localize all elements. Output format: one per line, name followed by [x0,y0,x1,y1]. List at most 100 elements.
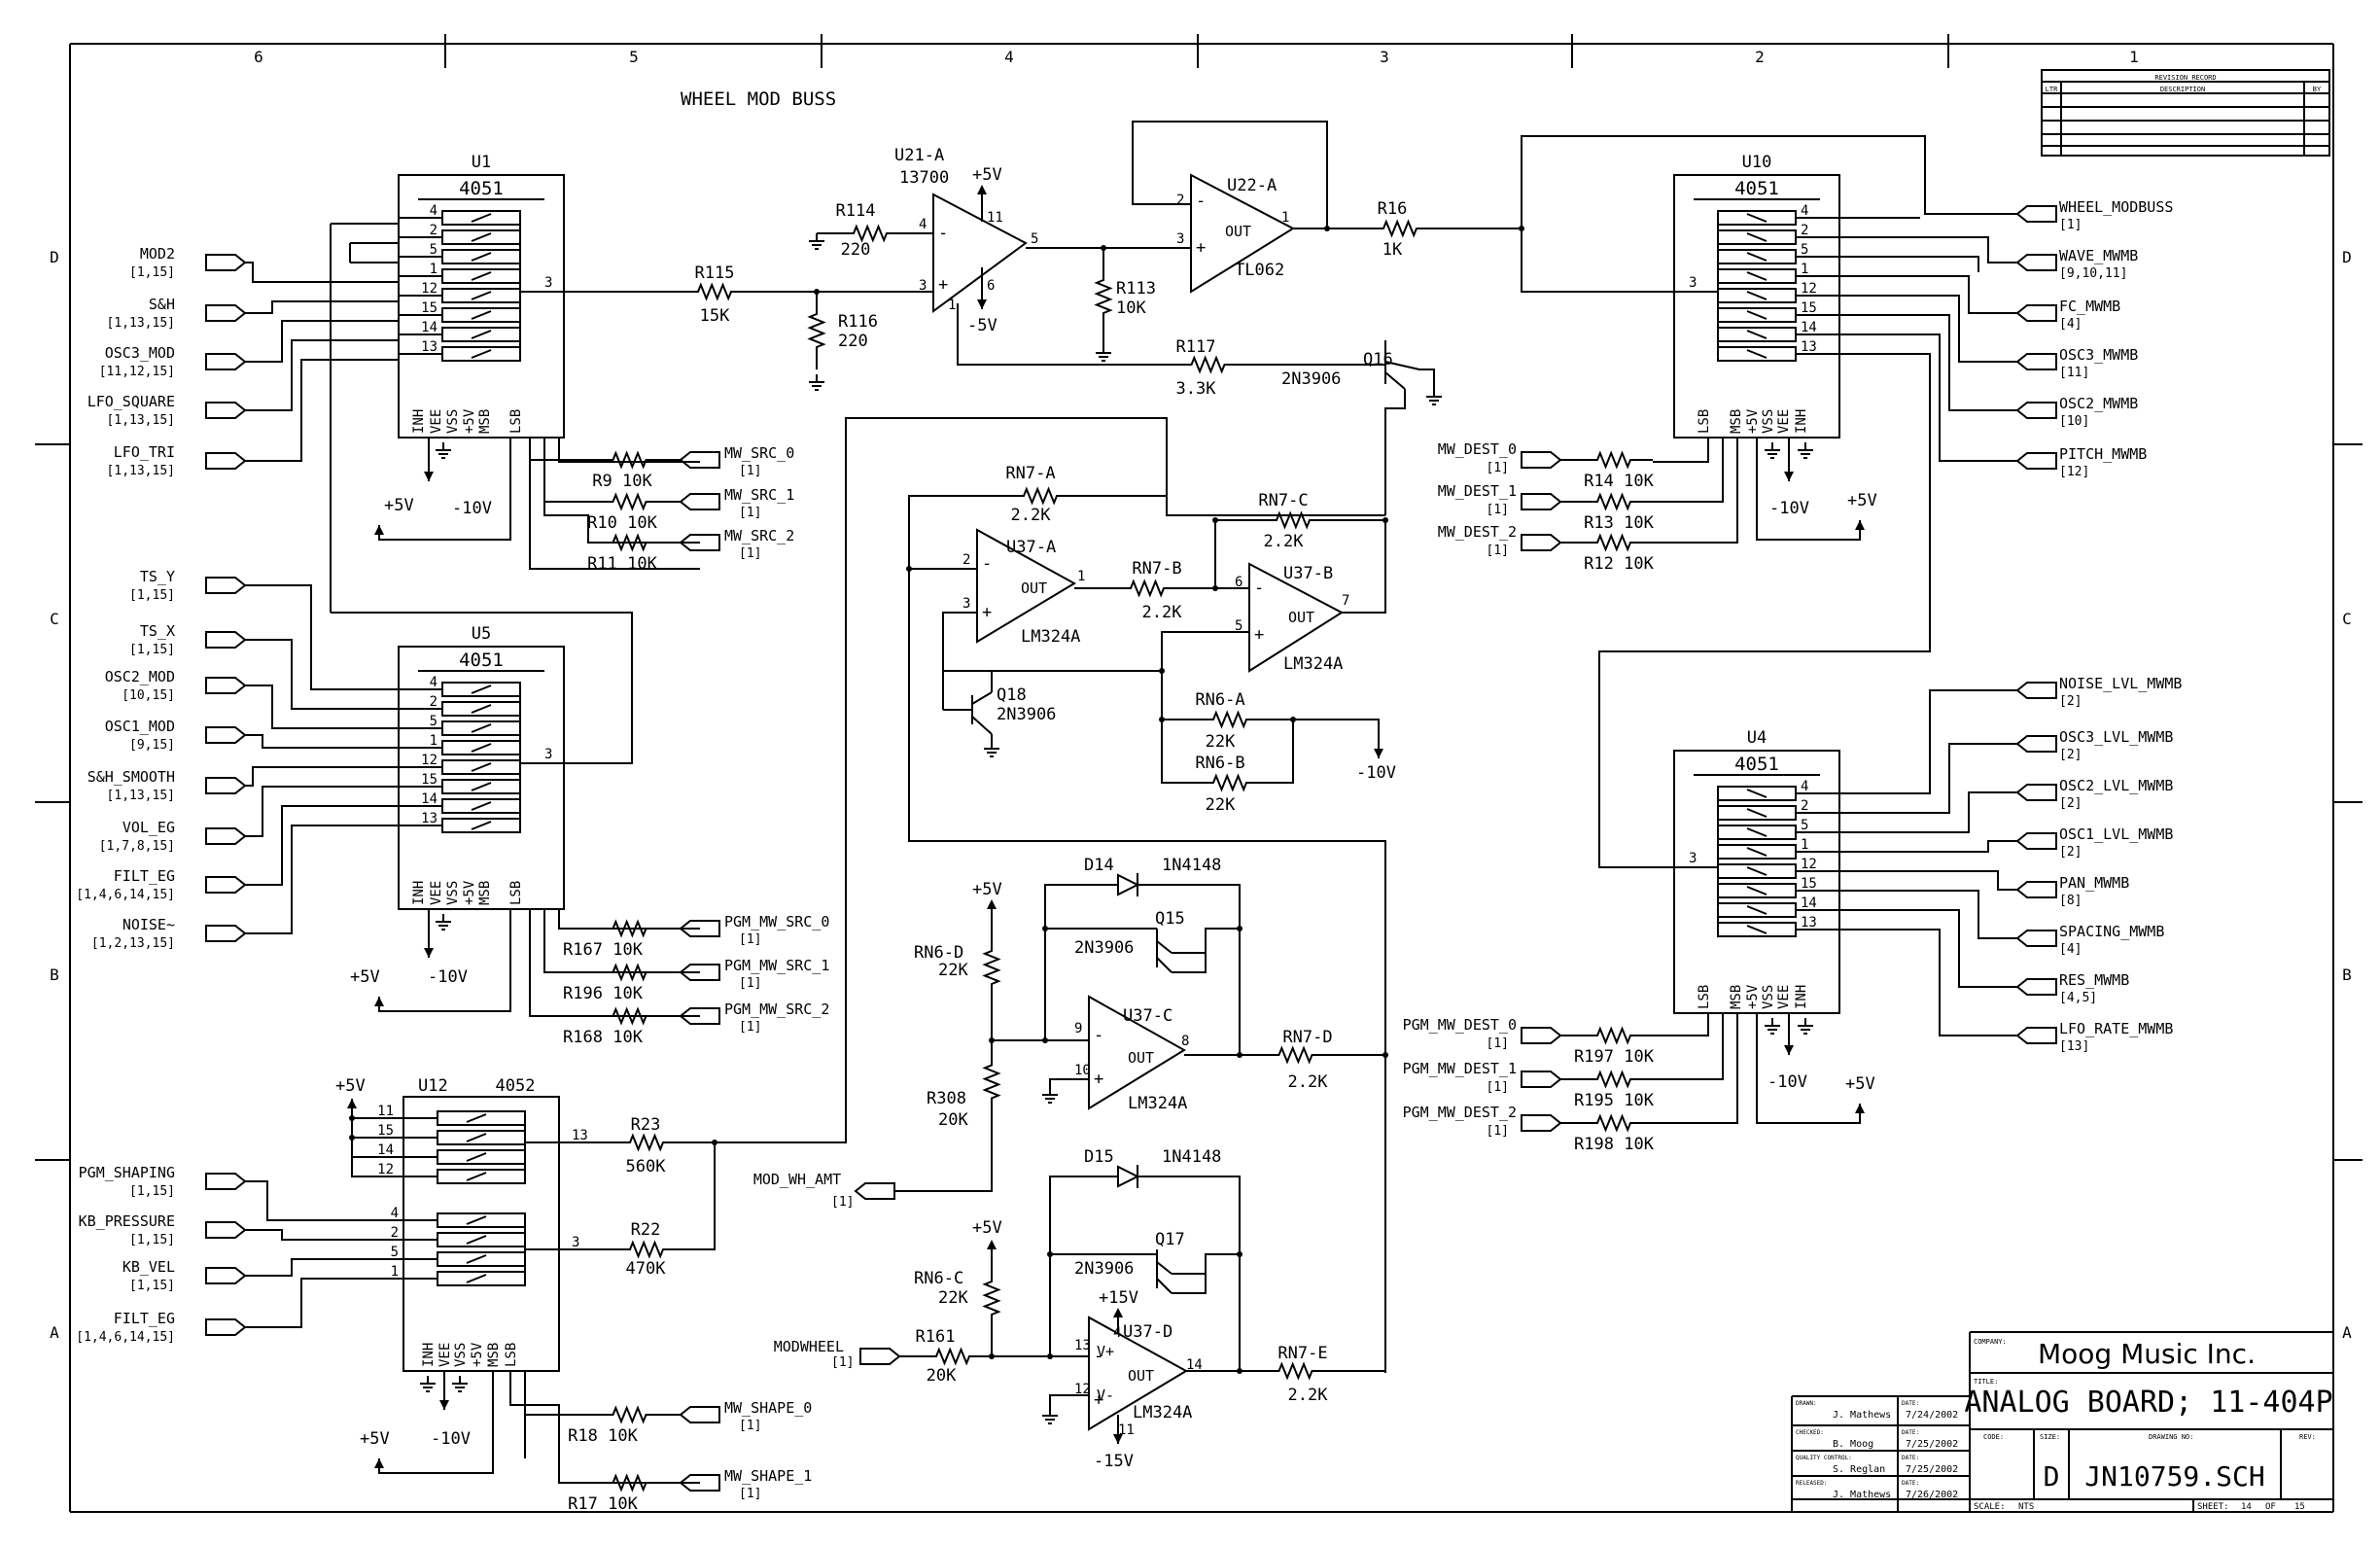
scale-value: NTS [2018,1502,2034,1512]
pin-number: 10 [1074,1063,1091,1078]
pin-name: VSS [445,881,461,905]
pin-name: VSS [445,409,461,434]
ground-symbol [436,914,451,931]
wire [1839,236,2017,263]
port-ref: [12] [2059,465,2089,479]
opamp-value: LM324A [1283,654,1343,674]
wire [894,1123,993,1192]
rail-label: -15V [1094,1452,1134,1471]
port-name: PGM_SHAPING [79,1164,175,1181]
wire [1653,438,1709,463]
port-name: RES_MWMB [2059,971,2129,989]
pin-number: 11 [987,210,1003,226]
wire [245,262,399,283]
resistor-ref: RN6-D [914,943,963,963]
port-flag [205,777,247,794]
resistor-ref: R16 [1378,199,1408,219]
transistor-ref: Q18 [997,685,1027,705]
pin-number: 1 [430,733,438,749]
pin-number: 14 [1801,895,1817,911]
wire [1653,438,1724,503]
pin-number: 5 [430,242,438,258]
pin-number: 13 [421,339,438,355]
port-name: MW_SRC_2 [724,527,794,544]
port-ref: [10,15] [122,688,175,703]
resistor-ref: R195 10K [1574,1091,1655,1110]
resistor-symbol [1254,510,1332,530]
resistor-ref: RN6-C [914,1269,963,1288]
resistor-ref: R23 [631,1115,661,1135]
ground-symbol [1798,442,1813,459]
row-label: A [2342,1323,2352,1342]
diode-ref: D15 [1084,1147,1114,1167]
wire [681,417,1385,1143]
row-label: D [2342,248,2352,266]
pin-number: 4 [1801,779,1808,794]
port-name: PGM_MW_DEST_2 [1403,1104,1517,1121]
row-label: C [50,610,59,628]
port-ref: [1] [1487,1080,1509,1095]
port-flag [205,827,247,845]
wire [245,1180,403,1221]
pin-number: 3 [572,1235,579,1250]
resistor-symbol [1254,1045,1337,1065]
port-ref: [1] [739,976,761,991]
pin-name: MSB [1729,985,1744,1009]
pin-number: 15 [377,1123,394,1139]
wire [1839,689,2017,794]
port-flag [2015,353,2057,370]
pin-number: 1 [1077,569,1085,584]
port-name: PGM_MW_SRC_1 [724,957,829,974]
resistor-ref: R197 10K [1574,1047,1655,1067]
wire [1598,353,1931,868]
port-ref: [8] [2059,894,2082,908]
signoff-date: 7/25/2002 [1906,1439,1958,1450]
pin-number: 12 [1801,281,1817,297]
port-ref: [1] [2059,218,2082,232]
rail-label: +5V [384,496,414,515]
pin-number: 2 [962,552,970,568]
pin-number: 2 [1801,223,1808,238]
opamp-value: LM324A [1128,1094,1187,1113]
company-name: Moog Music Inc. [2038,1338,2256,1370]
port-flag [679,1007,720,1025]
port-ref: [1] [831,1355,854,1370]
rail-label: +5V [972,1218,1002,1238]
wire [245,734,399,749]
pin-number: 3 [919,278,927,294]
resistor-symbol [588,919,671,938]
junction-dot [1382,1052,1388,1058]
ground-symbol [420,1376,436,1392]
port-ref: [9,10,11] [2059,266,2127,281]
opamp-ref: U37-C [1123,1006,1172,1026]
port-ref: [1] [739,464,761,478]
opamp-pin-sign: + [1094,1070,1103,1089]
resistor-value: 22K [938,961,968,980]
pin-number: 5 [1031,231,1038,247]
resistor-ref: R196 10K [563,984,644,1003]
chip-part: 4052 [496,1076,536,1096]
port-name: PGM_MW_SRC_0 [724,913,829,931]
size-value: D [2044,1460,2060,1492]
signoff-role: CHECKED: [1796,1429,1824,1436]
resistor-value: 2.2K [1288,1386,1329,1405]
rail-arrow [977,185,987,194]
resistor-symbol [588,963,671,982]
pin-number: 15 [421,772,438,788]
port-name: S&H [149,296,175,313]
resistor-symbol [588,1006,671,1026]
pin-number: 12 [1074,1382,1091,1397]
rail-label: +5V [335,1076,366,1096]
wire [1521,228,1674,293]
port-name: MOD_WH_AMT [753,1171,841,1188]
wire [378,438,511,541]
pin-name: VEE [438,1343,453,1367]
resistor-symbol [588,492,671,511]
opamp-out: OUT [1225,223,1251,240]
ground-symbol [452,1376,468,1392]
resistor-symbol [914,1347,992,1366]
row-label: B [2342,966,2352,984]
wire [1172,1274,1207,1294]
